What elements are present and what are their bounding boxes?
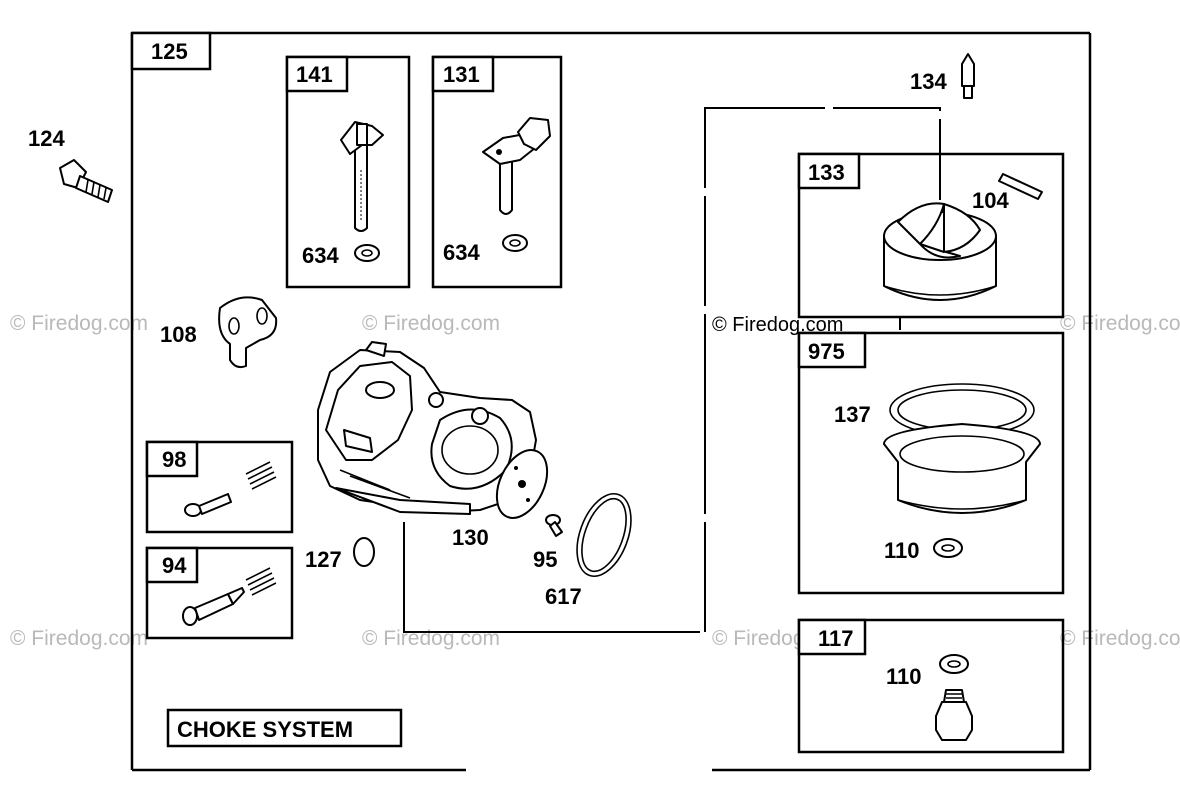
part-label-130: 130 <box>452 525 489 550</box>
o-ring-part <box>576 492 632 578</box>
watermark: © Firedog.com <box>10 627 148 650</box>
diagram-title: CHOKE SYSTEM <box>177 717 353 742</box>
part-label-127: 127 <box>305 547 342 572</box>
group-tag-98: 98 <box>162 447 186 472</box>
watermark: © Firedog.com <box>712 314 843 336</box>
group-98: 98 <box>145 440 294 534</box>
group-tag-125: 125 <box>151 39 188 64</box>
part-label-137: 137 <box>834 402 871 427</box>
group-133: 133 104 <box>797 152 1065 319</box>
group-975: 975 137 110 <box>797 331 1065 595</box>
part-label-634: 634 <box>302 243 339 268</box>
plug-part <box>353 537 375 567</box>
group-117: 117 110 <box>797 618 1065 754</box>
part-label-134: 134 <box>910 69 947 94</box>
bowl-nut-part <box>935 689 973 741</box>
small-screw-part <box>545 514 563 537</box>
part-label-124: 124 <box>28 126 65 151</box>
watermark: © Firedog.com <box>1060 312 1180 335</box>
part-label-634: 634 <box>443 240 480 265</box>
group-125-frame: 125 <box>130 31 1092 772</box>
pin-part <box>998 173 1043 200</box>
group-tag-131: 131 <box>443 62 480 87</box>
washer-part <box>933 538 963 558</box>
part-label-95: 95 <box>533 547 557 572</box>
group-tag-94: 94 <box>162 553 187 578</box>
choke-shaft-part <box>340 121 384 232</box>
float-needle-part <box>961 53 975 99</box>
needle-screw-part <box>182 587 245 626</box>
part-label-110: 110 <box>884 538 920 563</box>
group-94: 94 <box>145 546 294 640</box>
part-label-110: 110 <box>886 664 922 689</box>
screw-part <box>184 493 232 517</box>
group-141: 141 634 <box>285 55 411 289</box>
diaphragm-part <box>495 449 549 519</box>
title-box: CHOKE SYSTEM <box>166 708 403 748</box>
gasket-part: 108 <box>160 296 278 369</box>
part-label-617: 617 <box>545 584 582 609</box>
group-tag-975: 975 <box>808 339 845 364</box>
watermark: © Firedog.com <box>362 312 500 335</box>
watermark: © Firedog.com <box>362 627 500 650</box>
bolt-part: 124 <box>28 126 113 203</box>
float-part <box>883 202 997 301</box>
group-131: 131 634 <box>431 55 563 289</box>
spring-part <box>245 567 277 596</box>
watermark: © Firedog.com <box>1060 627 1180 650</box>
group-tag-141: 141 <box>296 62 333 87</box>
float-bowl-part <box>883 383 1041 514</box>
washer-part <box>354 244 380 262</box>
group-tag-117: 117 <box>818 626 854 651</box>
part-label-108: 108 <box>160 322 197 347</box>
throttle-shaft-part <box>482 117 551 215</box>
part-label-104: 104 <box>972 188 1009 213</box>
watermark: © Firedog.com <box>10 312 148 335</box>
group-tag-133: 133 <box>808 160 845 185</box>
washer-part <box>939 654 969 674</box>
washer-part <box>502 234 528 252</box>
spring-part <box>245 461 277 490</box>
